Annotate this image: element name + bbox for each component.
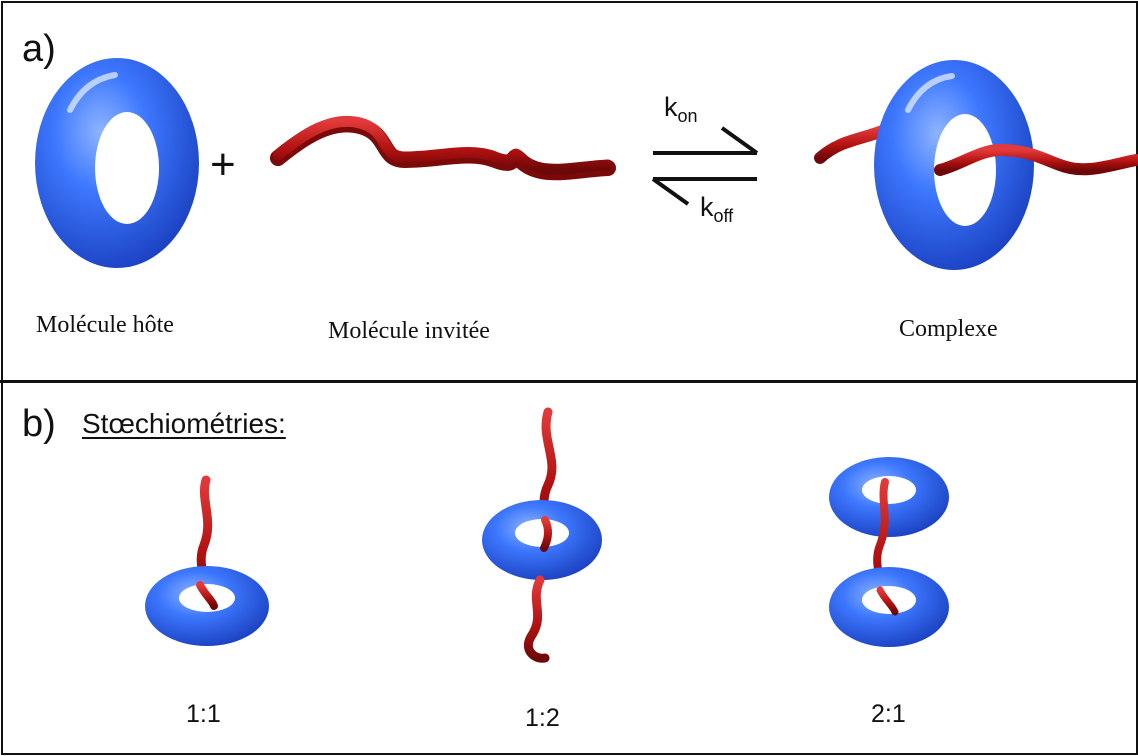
panel-b-label: b)	[22, 403, 56, 445]
ratio-label-1-1: 1:1	[186, 700, 221, 728]
complex-icon	[814, 60, 1138, 270]
complex-caption: Complexe	[899, 316, 998, 342]
panel-divider	[0, 380, 1137, 383]
stoichiometry-1-2-icon	[482, 407, 602, 663]
panel-a-label: a)	[22, 28, 56, 70]
plus-sign: +	[210, 140, 236, 189]
k-on-label: kon	[664, 92, 698, 126]
guest-chain-icon	[270, 115, 616, 181]
stoichiometry-1-1-icon	[145, 475, 269, 646]
ratio-label-1-2: 1:2	[525, 704, 560, 732]
panel-b-subtitle: Stœchiométries:	[82, 408, 286, 439]
ratio-label-2-1: 2:1	[871, 700, 906, 728]
host-caption: Molécule hôte	[36, 312, 174, 338]
k-off-label: koff	[700, 192, 734, 226]
guest-caption: Molécule invitée	[328, 318, 490, 344]
host-ring-icon	[35, 58, 199, 268]
equilibrium-arrows-icon	[651, 126, 759, 206]
stoichiometry-2-1-icon	[829, 457, 949, 647]
